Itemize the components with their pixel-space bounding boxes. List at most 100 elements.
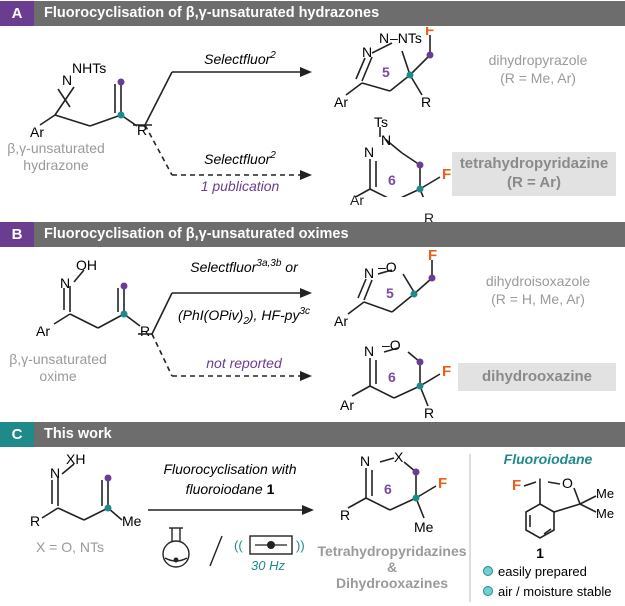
alkene-dot-teal xyxy=(117,111,125,119)
ring-size-a1: 5 xyxy=(382,64,390,80)
panel-b-title: Fluorocyclisation of β,γ-unsaturated oxi… xyxy=(44,226,349,242)
label-ar-b1: Ar xyxy=(334,313,348,329)
arrow-bottom-b-head xyxy=(300,371,312,381)
dihydropyrazole-structure xyxy=(345,35,431,96)
label-me-c: Me xyxy=(122,513,142,529)
panel-b-scheme: OH N Ar R β,γ-unsaturated oxime Selectfl… xyxy=(9,248,590,418)
product-a1-dot-purple xyxy=(426,51,434,59)
label-nhts: NHTs xyxy=(72,60,106,76)
product-a2-label-line1: tetrahydropyridazine xyxy=(459,155,609,172)
label-me1-reagent: Me xyxy=(596,486,614,501)
label-ar-a1: Ar xyxy=(334,94,348,110)
bullet-1: easily prepared xyxy=(498,564,587,579)
label-n2-a2: N xyxy=(364,144,374,160)
reagent-c-line1: Fluorocyclisation with xyxy=(163,461,296,477)
frequency-label: 30 Hz xyxy=(251,558,285,573)
fluorine-label-a1: F xyxy=(425,27,434,39)
panel-a-title: Fluorocyclisation of β,γ-unsaturated hyd… xyxy=(44,5,380,21)
label-n-c: N xyxy=(360,453,370,469)
ring-size-a2: 6 xyxy=(388,172,396,188)
panel-a-header: A Fluorocyclisation of β,γ-unsaturated h… xyxy=(0,1,625,26)
label-r-c: R xyxy=(30,513,40,529)
ring-size-c: 6 xyxy=(384,481,392,497)
label-ar-r-a2: Ar xyxy=(350,192,364,208)
panel-c-header: C This work xyxy=(0,422,625,447)
label-n-b2: N xyxy=(364,343,374,359)
panel-b-letter: B xyxy=(0,222,34,247)
reagent-top-b-line2: (PhI(OPiv)2), HF-py3c xyxy=(178,306,310,327)
arrow-bottom-head xyxy=(300,170,312,180)
substrate-label-line1: β,γ-unsaturated xyxy=(7,140,105,156)
panel-c-title: This work xyxy=(44,426,112,442)
oxime-dot-purple xyxy=(120,282,128,290)
panel-b-header: B Fluorocyclisation of β,γ-unsaturated o… xyxy=(0,222,625,247)
vibration-left: (( xyxy=(234,538,243,553)
arrow-top-head xyxy=(300,67,312,77)
label-i: I xyxy=(538,475,542,491)
substrate-c-dot-purple xyxy=(104,474,112,482)
label-xh: XH xyxy=(66,451,85,467)
product-c-dot-purple xyxy=(412,468,420,476)
reagent-top-b-line1: Selectfluor3a,3b or xyxy=(190,258,299,275)
fluorine-label-b1: F xyxy=(428,248,437,264)
label-o-b2: –O xyxy=(382,337,401,353)
product-a1-sub: (R = Me, Ar) xyxy=(500,70,576,86)
vibration-right: )) xyxy=(296,538,305,553)
dihydrooxazine-structure xyxy=(351,347,441,407)
panel-c-letter: C xyxy=(0,422,34,447)
substrate-label-line2: hydrazone xyxy=(23,157,89,173)
product-b2-label: dihydrooxazine xyxy=(481,368,593,385)
product-b1-sub: (R = H, Me, Ar) xyxy=(491,291,585,307)
product-c-label-2: & xyxy=(387,559,397,575)
substrate-c-structure xyxy=(41,463,123,521)
bullet-dot-1 xyxy=(483,566,493,576)
fluorine-label-c: F xyxy=(438,475,447,492)
label-o-reagent: O xyxy=(562,475,573,491)
product-b1-label: dihydroisoxazole xyxy=(486,273,590,289)
label-r-b2: R xyxy=(424,405,434,418)
label-r-a1: R xyxy=(421,94,431,110)
label-r: R xyxy=(137,122,147,138)
product-a1-dot-teal xyxy=(406,71,414,79)
fluorine-label-reagent: F xyxy=(512,477,521,494)
substrate-c-label: X = O, NTs xyxy=(36,539,104,555)
reagent-bottom: Selectfluor2 xyxy=(204,150,276,167)
fluoroiodane-structure xyxy=(523,481,597,539)
label-ar: Ar xyxy=(30,124,44,140)
product-b2-label-box: dihydrooxazine xyxy=(458,363,616,391)
flask-ball xyxy=(173,557,179,563)
label-r-oxime: R xyxy=(140,323,150,339)
product-a2-dot-teal xyxy=(416,185,424,193)
fluorine-label-b2: F xyxy=(442,363,451,380)
reagent-top: Selectfluor2 xyxy=(204,50,276,67)
note-one-publication: 1 publication xyxy=(201,178,280,194)
branch-bottom-line xyxy=(144,124,173,176)
label-n-xh: N xyxy=(50,465,60,481)
branch-bottom-b xyxy=(151,333,173,377)
bullet-dot-2 xyxy=(483,586,493,596)
product-b2-dot-teal xyxy=(416,382,424,390)
fluoroiodane-title: Fluoroiodane xyxy=(504,451,593,467)
oxime-label-line1: β,γ-unsaturated xyxy=(9,351,107,367)
label-r-product-c: R xyxy=(340,507,350,523)
ring-size-b1: 5 xyxy=(386,285,394,301)
tetrahydropyridazine-structure xyxy=(353,127,441,197)
product-a2-dot-purple xyxy=(416,161,424,169)
label-n-b1: N xyxy=(364,265,374,281)
label-r-a2-bottom: R xyxy=(424,210,435,226)
label-ts: Ts xyxy=(374,114,388,130)
product-c-label-1: Tetrahydropyridazines xyxy=(317,543,466,559)
oxime-label-line2: oxime xyxy=(39,368,77,384)
panel-a-letter: A xyxy=(0,1,34,26)
product-a2-label-line2: (R = Ar) xyxy=(506,174,562,191)
product-c-dot-teal xyxy=(412,494,420,502)
branch-top-line xyxy=(144,71,173,126)
label-n-a2: N xyxy=(381,132,391,148)
product-b2-dot-purple xyxy=(416,358,424,366)
label-ar-oxime: Ar xyxy=(36,323,50,339)
branch-top-b xyxy=(151,292,173,335)
product-b1-dot-purple xyxy=(428,274,436,282)
panel-a-scheme: N NHTs Ar R β,γ-unsaturated hydrazone Se… xyxy=(7,27,588,197)
product-b1-dot-teal xyxy=(410,290,418,298)
